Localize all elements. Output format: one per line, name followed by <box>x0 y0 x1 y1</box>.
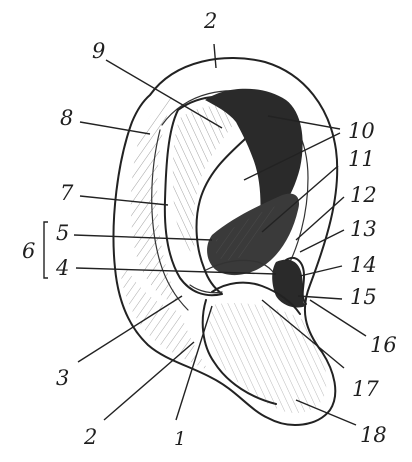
label-13: 13 <box>350 217 377 241</box>
label-16: 16 <box>370 333 397 357</box>
ear-illustration <box>114 58 338 425</box>
label-10: 10 <box>348 119 375 143</box>
label-2-bottom: 2 <box>83 425 97 449</box>
label-2-top: 2 <box>203 9 217 33</box>
label-12: 12 <box>350 183 377 207</box>
label-18: 18 <box>360 423 387 447</box>
leader-14 <box>300 266 342 276</box>
label-4: 4 <box>55 256 69 280</box>
label-17: 17 <box>352 377 379 401</box>
label-8: 8 <box>60 106 73 130</box>
lobule-shading <box>209 303 326 413</box>
leader-15 <box>298 296 342 299</box>
leader-8 <box>80 122 150 134</box>
label-9: 9 <box>92 39 105 63</box>
leader-2-bottom <box>104 342 194 420</box>
label-11: 11 <box>348 147 375 171</box>
label-14: 14 <box>350 253 377 277</box>
bracket-6 <box>44 222 48 278</box>
labels: 2 9 8 10 11 7 12 13 6 5 4 14 15 16 3 17 … <box>22 9 397 450</box>
label-3: 3 <box>56 366 69 390</box>
leader-2-top <box>214 44 216 68</box>
label-15: 15 <box>350 285 377 309</box>
label-1: 1 <box>174 428 186 450</box>
label-5: 5 <box>56 221 69 245</box>
label-6: 6 <box>22 239 35 263</box>
leader-18 <box>296 400 356 425</box>
label-7: 7 <box>60 181 74 205</box>
